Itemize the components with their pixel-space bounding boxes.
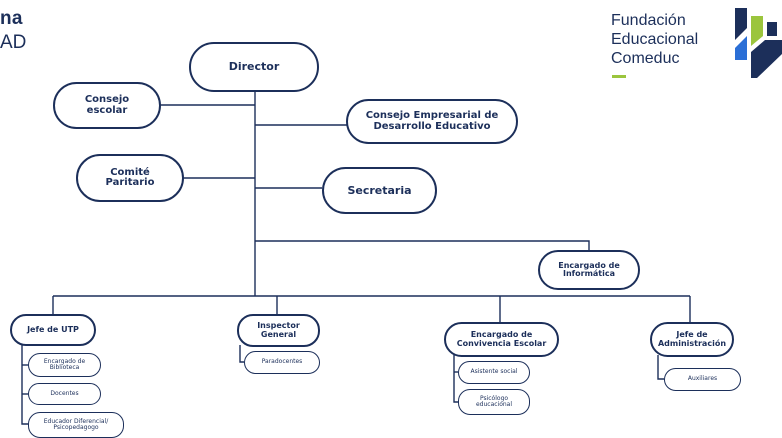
node-jefe-administracion: Jefe de Administración: [650, 322, 734, 357]
node-paradocentes-label: Paradocentes: [261, 358, 303, 366]
link-paradocentes: [239, 345, 244, 363]
convivencia-sub-line: [453, 355, 458, 403]
node-auxiliares-label: Auxiliares: [687, 375, 718, 383]
node-docentes-label: Docentes: [50, 389, 79, 397]
utp-sub-line: [21, 343, 28, 425]
node-encargado-convivencia-label: Encargado de Convivencia Escolar: [456, 330, 547, 348]
node-inspector-general-label: Inspector General: [257, 321, 300, 339]
header-left-line2: AD: [0, 32, 27, 53]
brand-line-1: Fundación: [611, 12, 686, 29]
node-asistente-social-label: Asistente social: [470, 368, 518, 376]
node-psicologo-label: Psicólogo educacional: [475, 394, 513, 408]
node-director-label: Director: [228, 60, 280, 74]
node-jefe-utp: Jefe de UTP: [10, 314, 96, 346]
node-jefe-utp-label: Jefe de UTP: [27, 324, 79, 334]
header-left-line1: na: [0, 8, 23, 29]
node-educador-diferencial: Educador Diferencial/ Psicopedagogo: [28, 412, 124, 438]
node-consejo-escolar-label: Consejo escolar: [84, 94, 130, 116]
node-secretaria-label: Secretaria: [347, 183, 412, 197]
node-consejo-empresarial: Consejo Empresarial de Desarrollo Educat…: [346, 99, 518, 144]
node-jefe-administracion-label: Jefe de Administración: [657, 330, 727, 348]
brand-name: Fundación Educacional Comeduc: [611, 11, 698, 68]
node-encargado-biblioteca: Encargado de Biblioteca: [28, 353, 101, 377]
node-director: Director: [189, 42, 319, 92]
node-paradocentes: Paradocentes: [244, 351, 320, 374]
node-encargado-informatica: Encargado de Informática: [538, 250, 640, 290]
node-comite-paritario-label: Comité Paritario: [105, 166, 155, 188]
node-docentes: Docentes: [28, 383, 101, 405]
node-inspector-general: Inspector General: [237, 314, 320, 347]
link-auxiliares: [657, 355, 664, 380]
node-asistente-social: Asistente social: [458, 361, 530, 384]
brand-accent-bar: [612, 75, 626, 78]
node-auxiliares: Auxiliares: [664, 368, 741, 391]
header-left-title: na AD: [0, 8, 26, 54]
node-comite-paritario: Comité Paritario: [76, 154, 184, 202]
node-psicologo: Psicólogo educacional: [458, 389, 530, 415]
link-informatica: [255, 240, 590, 250]
brand-logo-icon: [735, 8, 782, 78]
node-educador-diferencial-label: Educador Diferencial/ Psicopedagogo: [43, 417, 109, 431]
node-encargado-biblioteca-label: Encargado de Biblioteca: [43, 357, 86, 371]
node-consejo-escolar: Consejo escolar: [53, 82, 161, 129]
node-encargado-convivencia: Encargado de Convivencia Escolar: [444, 322, 559, 357]
brand-line-3: Comeduc: [611, 50, 680, 67]
node-encargado-informatica-label: Encargado de Informática: [558, 260, 620, 278]
brand-line-2: Educacional: [611, 31, 699, 48]
node-secretaria: Secretaria: [322, 167, 437, 214]
node-consejo-empresarial-label: Consejo Empresarial de Desarrollo Educat…: [365, 110, 499, 132]
